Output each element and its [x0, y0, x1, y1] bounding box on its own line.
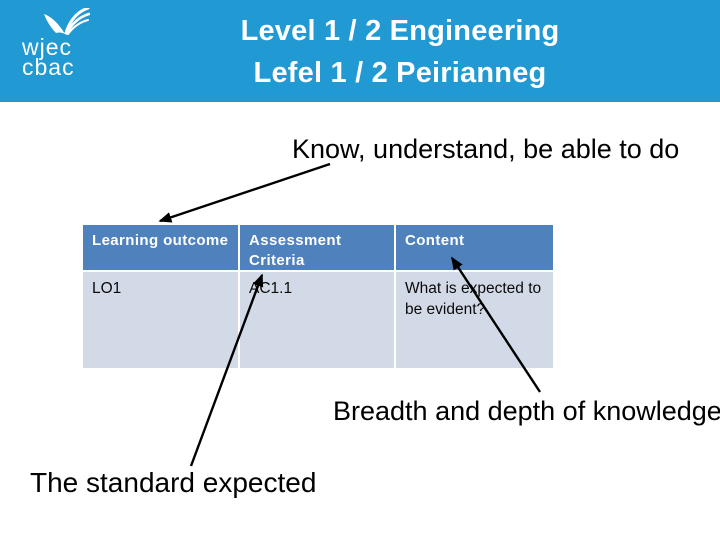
table-header-assessment-criteria: Assessment Criteria: [240, 225, 394, 270]
assessment-table: Learning outcome Assessment Criteria Con…: [83, 225, 553, 368]
arrow-know-to-learning-outcome: [158, 162, 331, 223]
title-welsh: Lefel 1 / 2 Peirianneg: [253, 57, 547, 89]
annotation-breadth-depth: Breadth and depth of knowledge: [333, 396, 720, 426]
logo-text-wjec: wjec: [22, 34, 73, 60]
table-cell-lo1: LO1: [83, 272, 238, 368]
annotation-standard-expected: The standard expected: [30, 467, 317, 498]
table-header-learning-outcome: Learning outcome: [83, 225, 238, 270]
open-book-icon: [44, 8, 90, 35]
table-cell-content: What is expected to be evident?: [396, 272, 553, 368]
title-english: Level 1 / 2 Engineering: [240, 15, 560, 47]
table-header-content: Content: [396, 225, 553, 270]
annotation-know-understand: Know, understand, be able to do: [292, 134, 680, 164]
header-banner: wjec cbac Level 1 / 2 Engineering Lefel …: [0, 0, 720, 102]
logo-text-cbac: cbac: [22, 54, 75, 80]
table-cell-ac11: AC1.1: [240, 272, 394, 368]
wjec-logo: wjec cbac: [22, 8, 90, 80]
slide-title: Level 1 / 2 Engineering Lefel 1 / 2 Peir…: [80, 10, 720, 94]
